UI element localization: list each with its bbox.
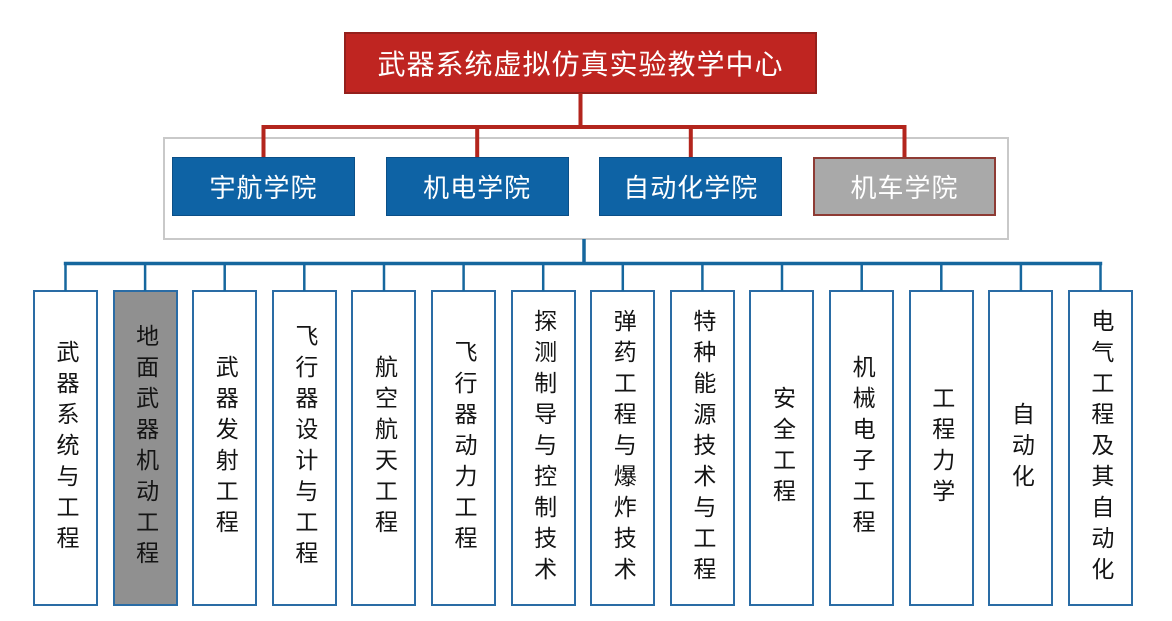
major-node-highlighted: 地面武器机动工程 — [112, 290, 178, 606]
major-node-label: 弹药工程与爆炸技术 — [610, 308, 637, 588]
college-node-label: 机车学院 — [850, 173, 959, 203]
college-node-label: 宇航学院 — [209, 173, 318, 203]
college-node-yuhang: 宇航学院 — [172, 157, 355, 216]
major-node-label: 探测制导与控制技术 — [530, 308, 557, 588]
college-node-zidonghua: 自动化学院 — [599, 157, 783, 216]
major-node-label: 电气工程及其自动化 — [1087, 308, 1114, 588]
major-node: 电气工程及其自动化 — [1067, 290, 1133, 606]
major-node: 航空航天工程 — [351, 290, 417, 606]
major-node-label: 特种能源技术与工程 — [689, 308, 716, 588]
major-node: 飞行器设计与工程 — [271, 290, 337, 606]
major-node: 武器系统与工程 — [33, 290, 98, 606]
major-node-label: 飞行器设计与工程 — [291, 324, 318, 572]
major-node-label: 自动化 — [1008, 401, 1035, 495]
major-node-label: 武器系统与工程 — [53, 339, 79, 557]
major-row: 武器系统与工程 地面武器机动工程 武器发射工程 飞行器设计与工程 航空航天工程 … — [33, 290, 1133, 606]
major-node: 机械电子工程 — [829, 290, 895, 606]
major-node: 武器发射工程 — [192, 290, 258, 606]
major-node: 弹药工程与爆炸技术 — [590, 290, 656, 606]
college-node-jidian: 机电学院 — [385, 157, 569, 216]
major-node: 探测制导与控制技术 — [510, 290, 576, 606]
major-node-label: 机械电子工程 — [849, 355, 876, 541]
blue-connector-group — [63, 239, 1103, 291]
major-node: 工程力学 — [908, 290, 974, 606]
major-node: 特种能源技术与工程 — [669, 290, 735, 606]
college-node-label: 自动化学院 — [623, 173, 759, 203]
major-node-label: 安全工程 — [769, 386, 796, 510]
major-node-label: 武器发射工程 — [212, 355, 239, 541]
major-node-label: 航空航天工程 — [371, 355, 398, 541]
major-node-label: 飞行器动力工程 — [451, 339, 478, 557]
root-node-label: 武器系统虚拟仿真实验教学中心 — [377, 49, 784, 80]
root-node: 武器系统虚拟仿真实验教学中心 — [344, 32, 817, 94]
major-node-label: 地面武器机动工程 — [132, 324, 159, 572]
college-node-label: 机电学院 — [423, 173, 532, 203]
college-node-jiche: 机车学院 — [812, 157, 996, 216]
major-node: 自动化 — [988, 290, 1054, 606]
major-node-label: 工程力学 — [928, 386, 955, 510]
major-node: 飞行器动力工程 — [431, 290, 497, 606]
major-node: 安全工程 — [749, 290, 815, 606]
college-row: 宇航学院 机电学院 自动化学院 机车学院 — [172, 157, 996, 216]
